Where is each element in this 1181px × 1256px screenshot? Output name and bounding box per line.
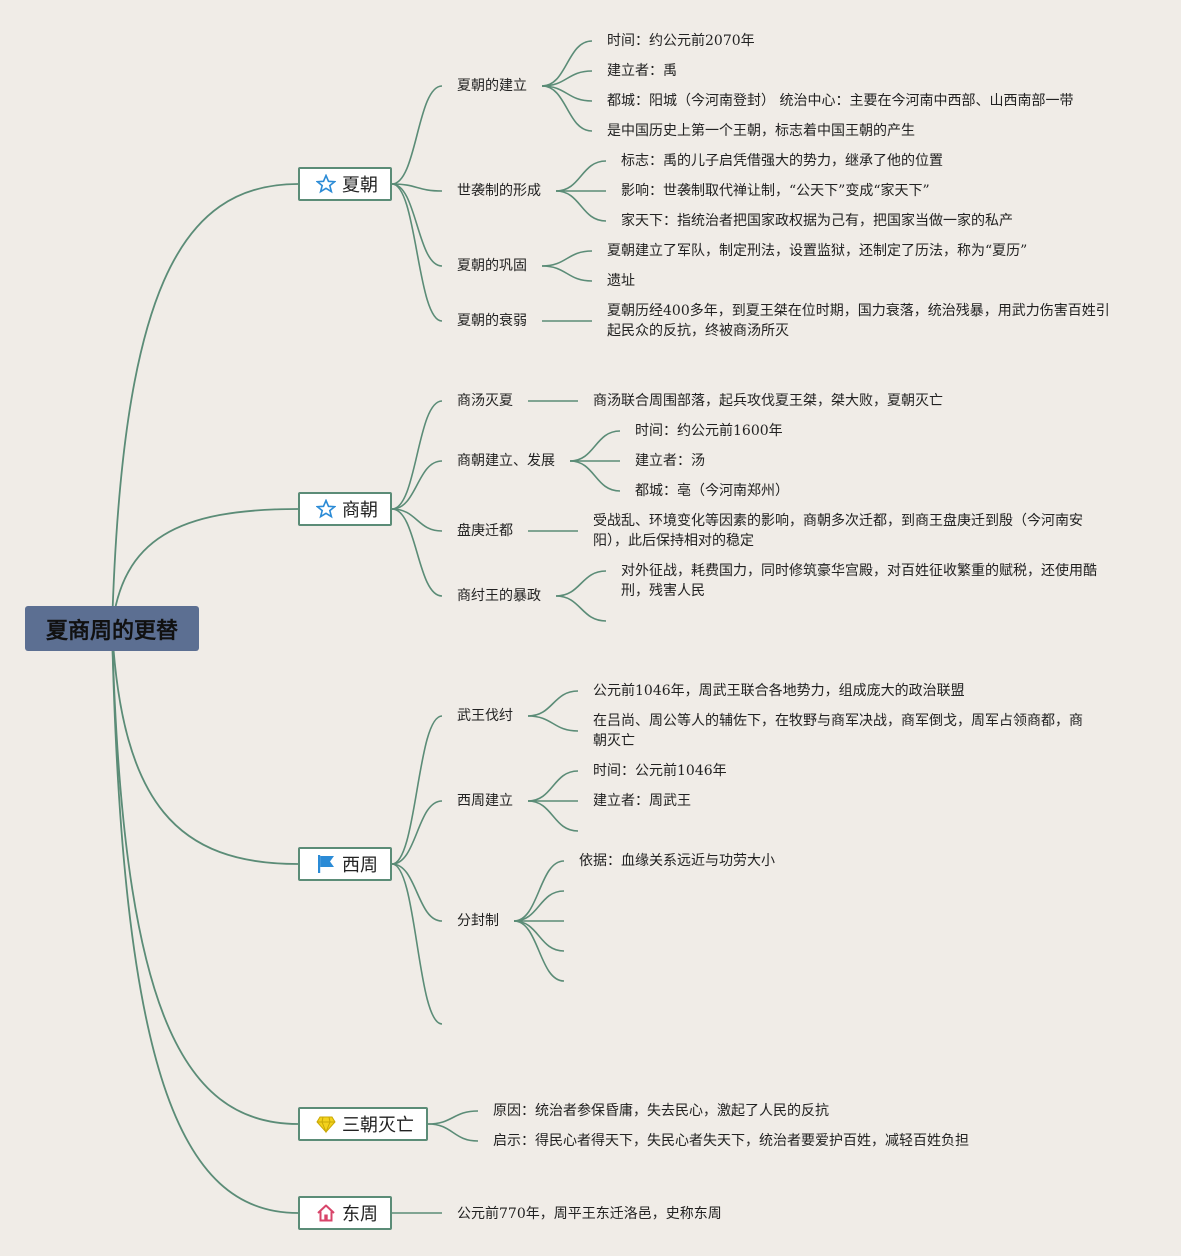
connector	[569, 430, 621, 462]
branch-shang[interactable]: 商朝	[298, 492, 392, 526]
connector	[391, 508, 443, 597]
connector	[569, 460, 621, 492]
diamond-icon	[316, 1116, 336, 1134]
connector	[391, 800, 443, 865]
branch-dongzhou[interactable]: 东周	[298, 1196, 392, 1230]
leaf: 时间：约公元前2070年	[607, 33, 755, 49]
leaf: 受战乱、环境变化等因素的影响，商朝多次迁都，到商王盘庚迁到殷（今河南安阳），此后…	[593, 513, 1083, 549]
leaf: 影响：世袭制取代禅让制，“公天下”变成“家天下”	[621, 183, 930, 199]
connector	[527, 715, 579, 732]
leaf: 建立者：禹	[607, 63, 677, 79]
xia-sub-decline[interactable]: 夏朝的衰弱	[457, 313, 527, 329]
home-icon	[317, 1204, 335, 1222]
connector	[391, 400, 443, 510]
xia-sub-founding[interactable]: 夏朝的建立	[457, 78, 527, 94]
connector	[111, 627, 299, 865]
leaf: 都城：亳（今河南郑州）	[635, 483, 789, 499]
connector	[391, 460, 443, 510]
leaf: 夏朝历经400多年，到夏王桀在位时期，国力衰落，统治残暴，用武力伤害百姓引起民众…	[607, 303, 1110, 339]
star-icon	[316, 499, 336, 519]
leaf: 都城：阳城（今河南登封） 统治中心：主要在今河南中西部、山西南部一带	[607, 93, 1074, 109]
xizhou-sub-conquest[interactable]: 武王伐纣	[457, 708, 513, 724]
connector	[541, 265, 593, 282]
connector	[111, 627, 299, 1214]
connector	[513, 920, 565, 952]
branch-label: 三朝灭亡	[342, 1115, 414, 1136]
leaf: 在吕尚、周公等人的辅佐下，在牧野与商军决战，商军倒戈，周军占领商都，商朝灭亡	[593, 713, 1083, 749]
shang-sub-tyranny[interactable]: 商纣王的暴政	[457, 588, 541, 604]
leaf: 公元前770年，周平王东迁洛邑，史称东周	[457, 1206, 722, 1222]
connector	[111, 627, 299, 1125]
flag-icon	[318, 855, 334, 873]
leaf: 夏朝建立了军队，制定刑法，设置监狱，还制定了历法，称为“夏历”	[607, 243, 1028, 259]
connector	[111, 183, 299, 629]
connector	[427, 1123, 479, 1142]
leaf: 原因：统治者参保昏庸，失去民心，激起了人民的反抗	[493, 1103, 829, 1119]
connector	[391, 183, 443, 267]
star-icon	[316, 174, 336, 194]
xia-sub-consolidation[interactable]: 夏朝的巩固	[457, 258, 527, 274]
connector	[391, 85, 443, 185]
branch-xizhou[interactable]: 西周	[298, 847, 392, 881]
branch-label: 商朝	[342, 500, 378, 521]
leaf: 公元前1046年，周武王联合各地势力，组成庞大的政治联盟	[593, 683, 965, 699]
connector	[427, 1110, 479, 1125]
connector	[111, 508, 299, 629]
leaf: 遗址	[607, 273, 635, 289]
branch-label: 东周	[342, 1204, 378, 1225]
shang-sub-panggeng[interactable]: 盘庚迁都	[457, 523, 513, 539]
connector	[555, 160, 607, 192]
connector	[527, 690, 579, 717]
connector	[555, 595, 607, 622]
branch-label: 西周	[342, 855, 378, 876]
xizhou-sub-founding[interactable]: 西周建立	[457, 793, 513, 809]
branch-sanchao[interactable]: 三朝灭亡	[298, 1107, 428, 1141]
connector	[541, 85, 593, 132]
connector	[527, 770, 579, 802]
branch-label: 夏朝	[342, 175, 378, 196]
shang-sub-founding[interactable]: 商朝建立、发展	[457, 453, 555, 469]
connector	[391, 508, 443, 532]
leaf: 依据：血缘关系远近与功劳大小	[579, 853, 775, 869]
leaf: 建立者：周武王	[593, 793, 691, 809]
connector	[391, 863, 443, 922]
leaf: 建立者：汤	[635, 453, 705, 469]
leaf: 商汤联合周围部落，起兵攻伐夏王桀，桀大败，夏朝灭亡	[593, 393, 943, 409]
connector	[555, 190, 607, 222]
connector	[513, 890, 565, 922]
leaf: 对外征战，耗费国力，同时修筑豪华宫殿，对百姓征收繁重的赋税，还使用酷刑，残害人民	[621, 563, 1097, 599]
connector	[555, 570, 607, 597]
xia-sub-hereditary[interactable]: 世袭制的形成	[457, 183, 541, 199]
connector	[391, 183, 443, 322]
xizhou-sub-fengjian[interactable]: 分封制	[457, 913, 499, 929]
leaf: 标志：禹的儿子启凭借强大的势力，继承了他的位置	[621, 153, 943, 169]
leaf: 家天下：指统治者把国家政权据为己有，把国家当做一家的私产	[621, 213, 1013, 229]
connector	[541, 250, 593, 267]
connector	[527, 800, 579, 832]
leaf: 时间：约公元前1600年	[635, 423, 783, 439]
connector	[391, 715, 443, 865]
branch-xia[interactable]: 夏朝	[298, 167, 392, 201]
connector	[391, 183, 443, 192]
leaf: 启示：得民心者得天下，失民心者失天下，统治者要爱护百姓，减轻百姓负担	[493, 1133, 969, 1149]
connector	[541, 40, 593, 87]
leaf: 时间：公元前1046年	[593, 763, 727, 779]
connector	[513, 860, 565, 922]
shang-sub-conquest[interactable]: 商汤灭夏	[457, 393, 513, 409]
connector	[513, 920, 565, 982]
connector	[391, 863, 443, 1025]
root-node[interactable]: 夏商周的更替	[25, 606, 199, 651]
leaf: 是中国历史上第一个王朝，标志着中国王朝的产生	[607, 123, 915, 139]
